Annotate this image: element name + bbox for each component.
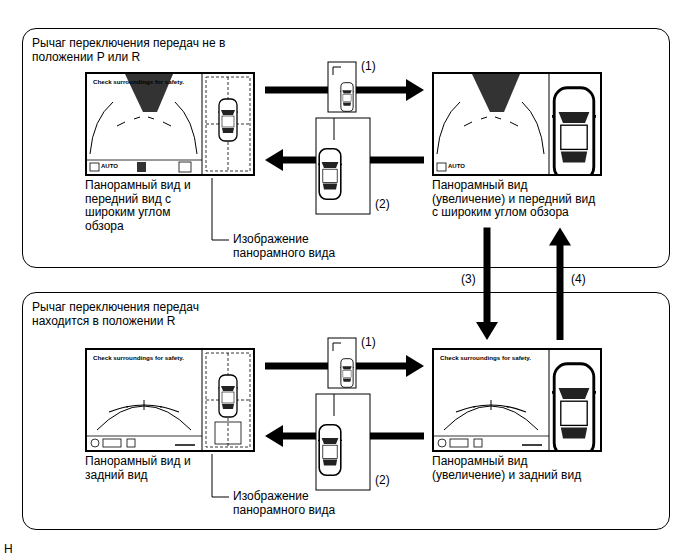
text-label: Изображение панорамного вида	[233, 233, 353, 260]
screen-frame: Check surroundings for safety. AUTO	[85, 72, 255, 176]
callout-number: (1)	[360, 336, 377, 349]
control-bar	[434, 436, 549, 447]
rear-camera-view	[444, 400, 538, 430]
front-camera-view	[90, 74, 197, 154]
leader-line	[212, 454, 229, 497]
callout-number: (3)	[460, 273, 477, 286]
screen-image	[434, 74, 600, 174]
auto-label: AUTO	[101, 163, 118, 169]
display-screen: Check surroundings for safety. AUTO Панора…	[85, 72, 257, 233]
screen-caption: Панорамный вид (увеличение) и задний вид	[432, 455, 604, 482]
leader-line	[212, 178, 229, 240]
zoomed-overhead-panel	[549, 74, 596, 174]
screen-caption: Панорамный вид и задний вид	[85, 455, 203, 482]
overhead-panel	[202, 350, 250, 450]
display-screen: Check surroundings for safety. Панорамный…	[432, 348, 604, 482]
overhead-panel	[202, 74, 250, 174]
screen-image	[87, 350, 253, 450]
warning-message: Check surroundings for safety.	[93, 78, 184, 85]
control-bar	[437, 163, 446, 171]
zoomed-overhead-panel	[549, 350, 596, 450]
screen-frame: AUTO	[432, 72, 602, 176]
screen-frame: Check surroundings for safety.	[432, 348, 602, 452]
callout-number: (2)	[374, 198, 391, 211]
screen-image	[87, 74, 253, 174]
front-camera-view	[437, 74, 544, 154]
screen-caption: Панорамный вид (увеличение) и передний в…	[432, 179, 604, 220]
control-bar	[87, 436, 202, 447]
screen-image	[434, 350, 600, 450]
display-screen: AUTO Панорамный вид (увеличение) и передн…	[432, 72, 604, 220]
screen-frame: Check surroundings for safety.	[85, 348, 255, 452]
auto-label: AUTO	[448, 163, 465, 169]
panel-heading: Рычаг переключения передач находится в п…	[32, 300, 237, 328]
warning-message: Check surroundings for safety.	[440, 354, 531, 361]
text-label: H	[4, 543, 24, 557]
mode-panel: Рычаг переключения передач не в положени…	[22, 28, 670, 268]
swipe-thumbnail	[316, 338, 370, 490]
text-label: Изображение панорамного вида	[233, 490, 353, 517]
panel-heading: Рычаг переключения передач не в положени…	[32, 36, 237, 64]
callout-number: (2)	[374, 474, 391, 487]
callout-number: (4)	[570, 273, 587, 286]
mode-panel: Рычаг переключения передач находится в п…	[22, 292, 670, 530]
rear-camera-view	[97, 400, 191, 430]
screen-caption: Панорамный вид и передний вид с широким …	[85, 179, 203, 233]
transition-arrow	[476, 228, 498, 341]
swipe-thumbnail	[316, 62, 370, 214]
callout-number: (1)	[360, 60, 377, 73]
display-screen: Check surroundings for safety. Панорамный…	[85, 348, 257, 482]
control-bar	[87, 160, 202, 172]
warning-message: Check surroundings for safety.	[93, 354, 184, 361]
transition-arrow	[549, 228, 571, 341]
